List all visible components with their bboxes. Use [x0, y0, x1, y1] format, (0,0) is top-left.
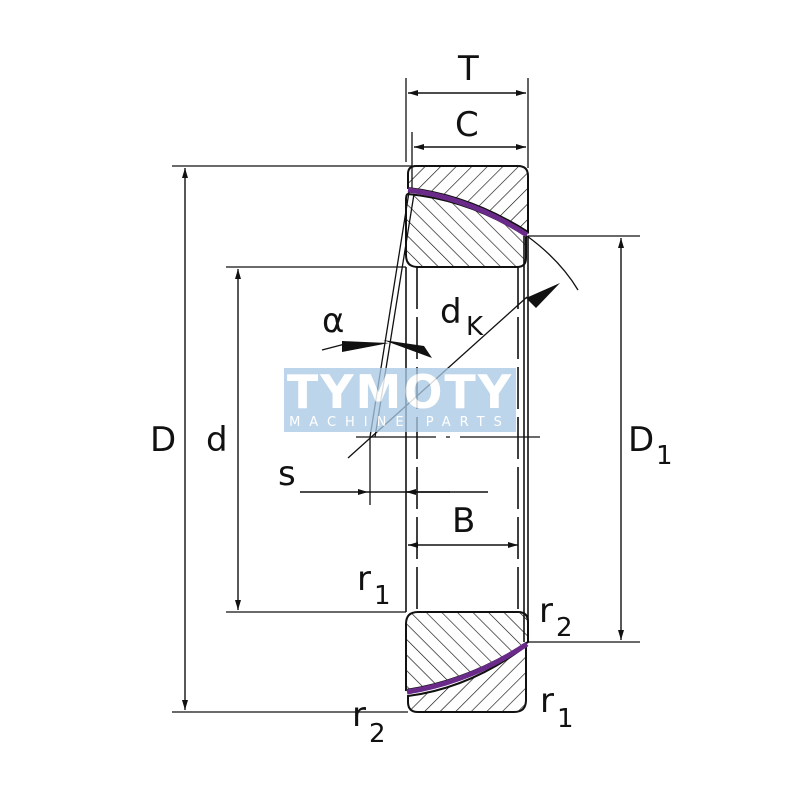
angle-arrows — [342, 283, 560, 358]
label-C: C — [455, 105, 479, 145]
label-d: d — [206, 420, 228, 460]
label-dK-main: d — [440, 292, 462, 332]
outer-ring-bottom — [407, 644, 527, 713]
watermark: TYMOTY MACHINE PARTS — [284, 365, 516, 432]
label-D1-main: D — [628, 420, 654, 460]
watermark-subtitle: MACHINE PARTS — [289, 415, 511, 430]
label-r1-bottom-sub: 1 — [557, 704, 574, 734]
bore-lines — [405, 236, 529, 642]
label-r1-main: r — [357, 559, 371, 599]
dimension-lines — [182, 90, 624, 710]
watermark-title: TYMOTY — [287, 365, 513, 419]
label-D1-sub: 1 — [656, 441, 673, 471]
label-r2-right-main: r — [539, 591, 553, 631]
label-r2-bottom-sub: 2 — [369, 719, 386, 749]
outer-ring-top — [407, 165, 529, 234]
label-D: D — [150, 420, 176, 460]
label-r2-bottom-main: r — [352, 695, 366, 735]
extension-lines — [172, 78, 640, 713]
label-B: B — [452, 501, 475, 541]
label-r1-sub: 1 — [374, 581, 391, 611]
dimension-labels: T C D d D 1 d K α s B r 1 r 2 r 2 r 1 — [150, 49, 673, 749]
label-alpha: α — [322, 301, 344, 341]
label-s: s — [278, 454, 296, 494]
label-r2-right-sub: 2 — [556, 613, 573, 643]
label-r1-bottom-main: r — [540, 681, 554, 721]
sliding-layer-bottom — [406, 641, 529, 695]
sliding-layer-top — [407, 187, 529, 238]
label-T: T — [457, 49, 479, 89]
label-dK-sub: K — [466, 312, 484, 342]
